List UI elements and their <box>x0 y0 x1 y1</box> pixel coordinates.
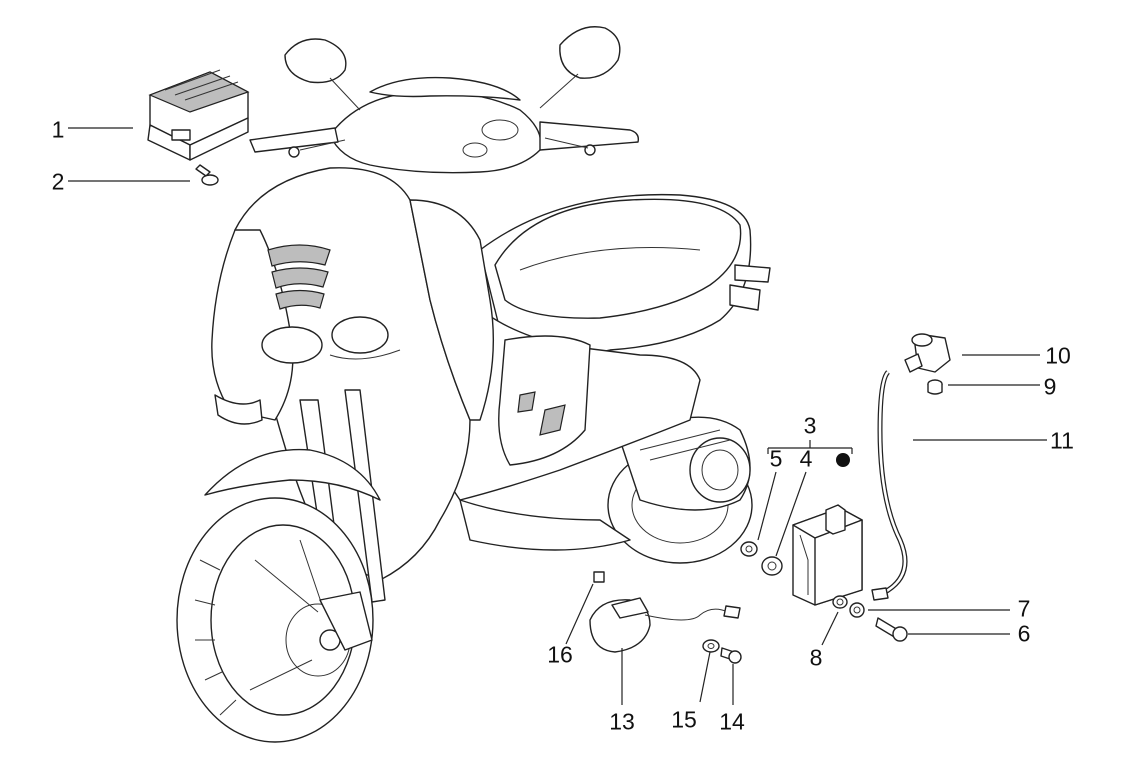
callout-10: 10 <box>1045 342 1071 369</box>
callout-6: 6 <box>1017 620 1031 647</box>
part-voltage-regulator <box>147 69 250 161</box>
part-washer-5 <box>740 541 758 557</box>
callout-15: 15 <box>671 706 697 733</box>
leader-lines <box>68 127 1047 705</box>
part-screw-6 <box>875 617 908 642</box>
callout-5: 5 <box>769 445 783 472</box>
part-screw-2 <box>195 164 219 186</box>
callout-1: 1 <box>51 116 65 143</box>
callout-14: 14 <box>719 708 745 735</box>
callout-7: 7 <box>1017 595 1031 622</box>
part-washer-15 <box>702 639 720 653</box>
callout-11: 11 <box>1050 427 1074 454</box>
part-spark-plug-cap <box>904 333 951 373</box>
scooter-illustration <box>176 26 771 743</box>
part-washer-8 <box>832 595 848 609</box>
part-clip-16 <box>593 571 605 583</box>
callout-16: 16 <box>547 641 573 668</box>
callout-3: 3 <box>803 412 817 439</box>
callout-4: 4 <box>799 445 813 472</box>
part-bushing-4 <box>761 556 783 576</box>
part-ignition-unit <box>792 453 863 606</box>
part-washer-7 <box>849 602 865 618</box>
part-screw-14 <box>720 647 742 664</box>
front-grille <box>267 244 331 310</box>
callout-13: 13 <box>609 708 635 735</box>
part-cap-seal <box>927 379 943 395</box>
callout-9: 9 <box>1043 373 1057 400</box>
callout-2: 2 <box>51 168 65 195</box>
side-vents <box>517 391 566 436</box>
part-pickup-sensor <box>589 597 741 653</box>
part-ht-cable <box>871 370 908 601</box>
callout-8: 8 <box>809 644 823 671</box>
